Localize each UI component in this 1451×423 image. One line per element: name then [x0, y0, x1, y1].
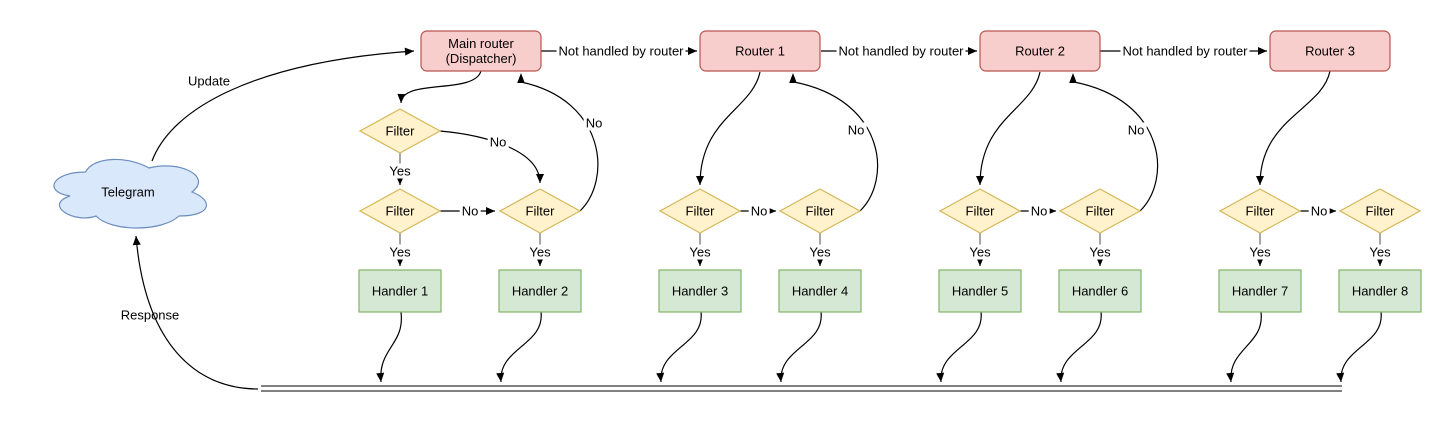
node-handler-8 [1338, 269, 1422, 313]
filter-node [1338, 188, 1422, 234]
edge-response [132, 235, 259, 390]
router2-label: Router 2 [1015, 43, 1065, 59]
filter-node [358, 108, 442, 154]
handler-label: Handler 6 [1071, 283, 1129, 299]
node-handler-6 [1058, 269, 1142, 313]
filter-node [778, 188, 862, 234]
edge-handler5-drop [936, 311, 982, 383]
edge-handler3-drop [656, 311, 702, 383]
edge-handler6-drop [1056, 311, 1102, 383]
not-handled-label: Not handled by router [556, 43, 686, 59]
no-label: No [748, 203, 770, 219]
edge-handler8-drop [1336, 311, 1382, 383]
node-handler-7 [1218, 269, 1302, 313]
edge-dispatcher-to-filter [397, 70, 482, 104]
telegram-cloud-shape [53, 158, 207, 229]
no-label: No [1308, 203, 1330, 219]
yes-label: Yes [967, 244, 993, 260]
edge-router2-to-filter [976, 71, 1041, 186]
cloud-label: Telegram [101, 184, 155, 200]
filter-node [1058, 188, 1142, 234]
main-router-label: Main router (Dispatcher) [446, 36, 517, 66]
yes-label: Yes [687, 244, 713, 260]
node-handler-2 [498, 269, 582, 313]
yes-label: Yes [527, 244, 553, 260]
arrowhead-router1-return [789, 73, 797, 83]
router1-label: Router 1 [735, 43, 785, 59]
yes-label: Yes [1247, 244, 1273, 260]
handler-label: Handler 4 [791, 283, 849, 299]
yes-label: Yes [387, 244, 413, 260]
node-router-1 [699, 30, 821, 72]
handler-label: Handler 3 [671, 283, 729, 299]
yes-label: Yes [807, 244, 833, 260]
filter-label: Filter [965, 203, 995, 219]
node-router-3 [1269, 30, 1391, 72]
edge-handler2-drop [496, 311, 542, 383]
filter-label: Filter [685, 203, 715, 219]
yes-label: Yes [1087, 244, 1113, 260]
handler-label: Handler 1 [371, 283, 429, 299]
arrowhead-main-return [517, 73, 525, 83]
node-main-router [420, 30, 542, 72]
node-handler-4 [778, 269, 862, 313]
handler-label: Handler 5 [951, 283, 1009, 299]
node-handler-3 [658, 269, 742, 313]
yes-label: Yes [387, 163, 413, 179]
edge-handler7-drop [1226, 311, 1262, 383]
node-handler-1 [358, 269, 442, 313]
filter-node [938, 188, 1022, 234]
node-handler-5 [938, 269, 1022, 313]
not-handled-label: Not handled by router [836, 43, 966, 59]
response-label: Response [120, 307, 180, 323]
edge-router1-return-no [793, 81, 879, 212]
edge-handler4-drop [776, 311, 822, 383]
filter-node [498, 188, 582, 234]
main-router-label-line1: Main router [448, 36, 514, 51]
handler-label: Handler 7 [1231, 283, 1289, 299]
filter-node [358, 188, 442, 234]
filter-label: Filter [385, 123, 415, 139]
filter-label: Filter [1245, 203, 1275, 219]
edge-main-return-no [520, 81, 599, 212]
handler-label: Handler 8 [1351, 283, 1409, 299]
no-label: No [1125, 122, 1147, 138]
filter-label: Filter [805, 203, 835, 219]
edge-handler1-drop [376, 311, 402, 383]
router3-label: Router 3 [1305, 43, 1355, 59]
edge-router2-return-no [1073, 81, 1159, 212]
filter-node [1218, 188, 1302, 234]
no-label: No [1028, 203, 1050, 219]
no-label: No [487, 134, 509, 150]
yes-label: Yes [1367, 244, 1393, 260]
filter-label: Filter [525, 203, 555, 219]
filter-label: Filter [385, 203, 415, 219]
filter-label: Filter [1365, 203, 1395, 219]
filter-node [658, 188, 742, 234]
arrowhead-router2-return [1069, 73, 1077, 83]
edge-router1-to-filter [696, 71, 761, 186]
not-handled-label: Not handled by router [1120, 43, 1250, 59]
edge-router3-to-filter [1256, 70, 1331, 186]
no-label: No [583, 115, 605, 131]
no-label: No [459, 203, 481, 219]
node-router-2 [979, 30, 1101, 72]
update-label: Update [188, 73, 230, 89]
handler-label: Handler 2 [511, 283, 569, 299]
no-label: No [845, 122, 867, 138]
edge-update [151, 47, 415, 162]
main-router-label-line2: (Dispatcher) [445, 51, 517, 66]
filter-label: Filter [1085, 203, 1115, 219]
